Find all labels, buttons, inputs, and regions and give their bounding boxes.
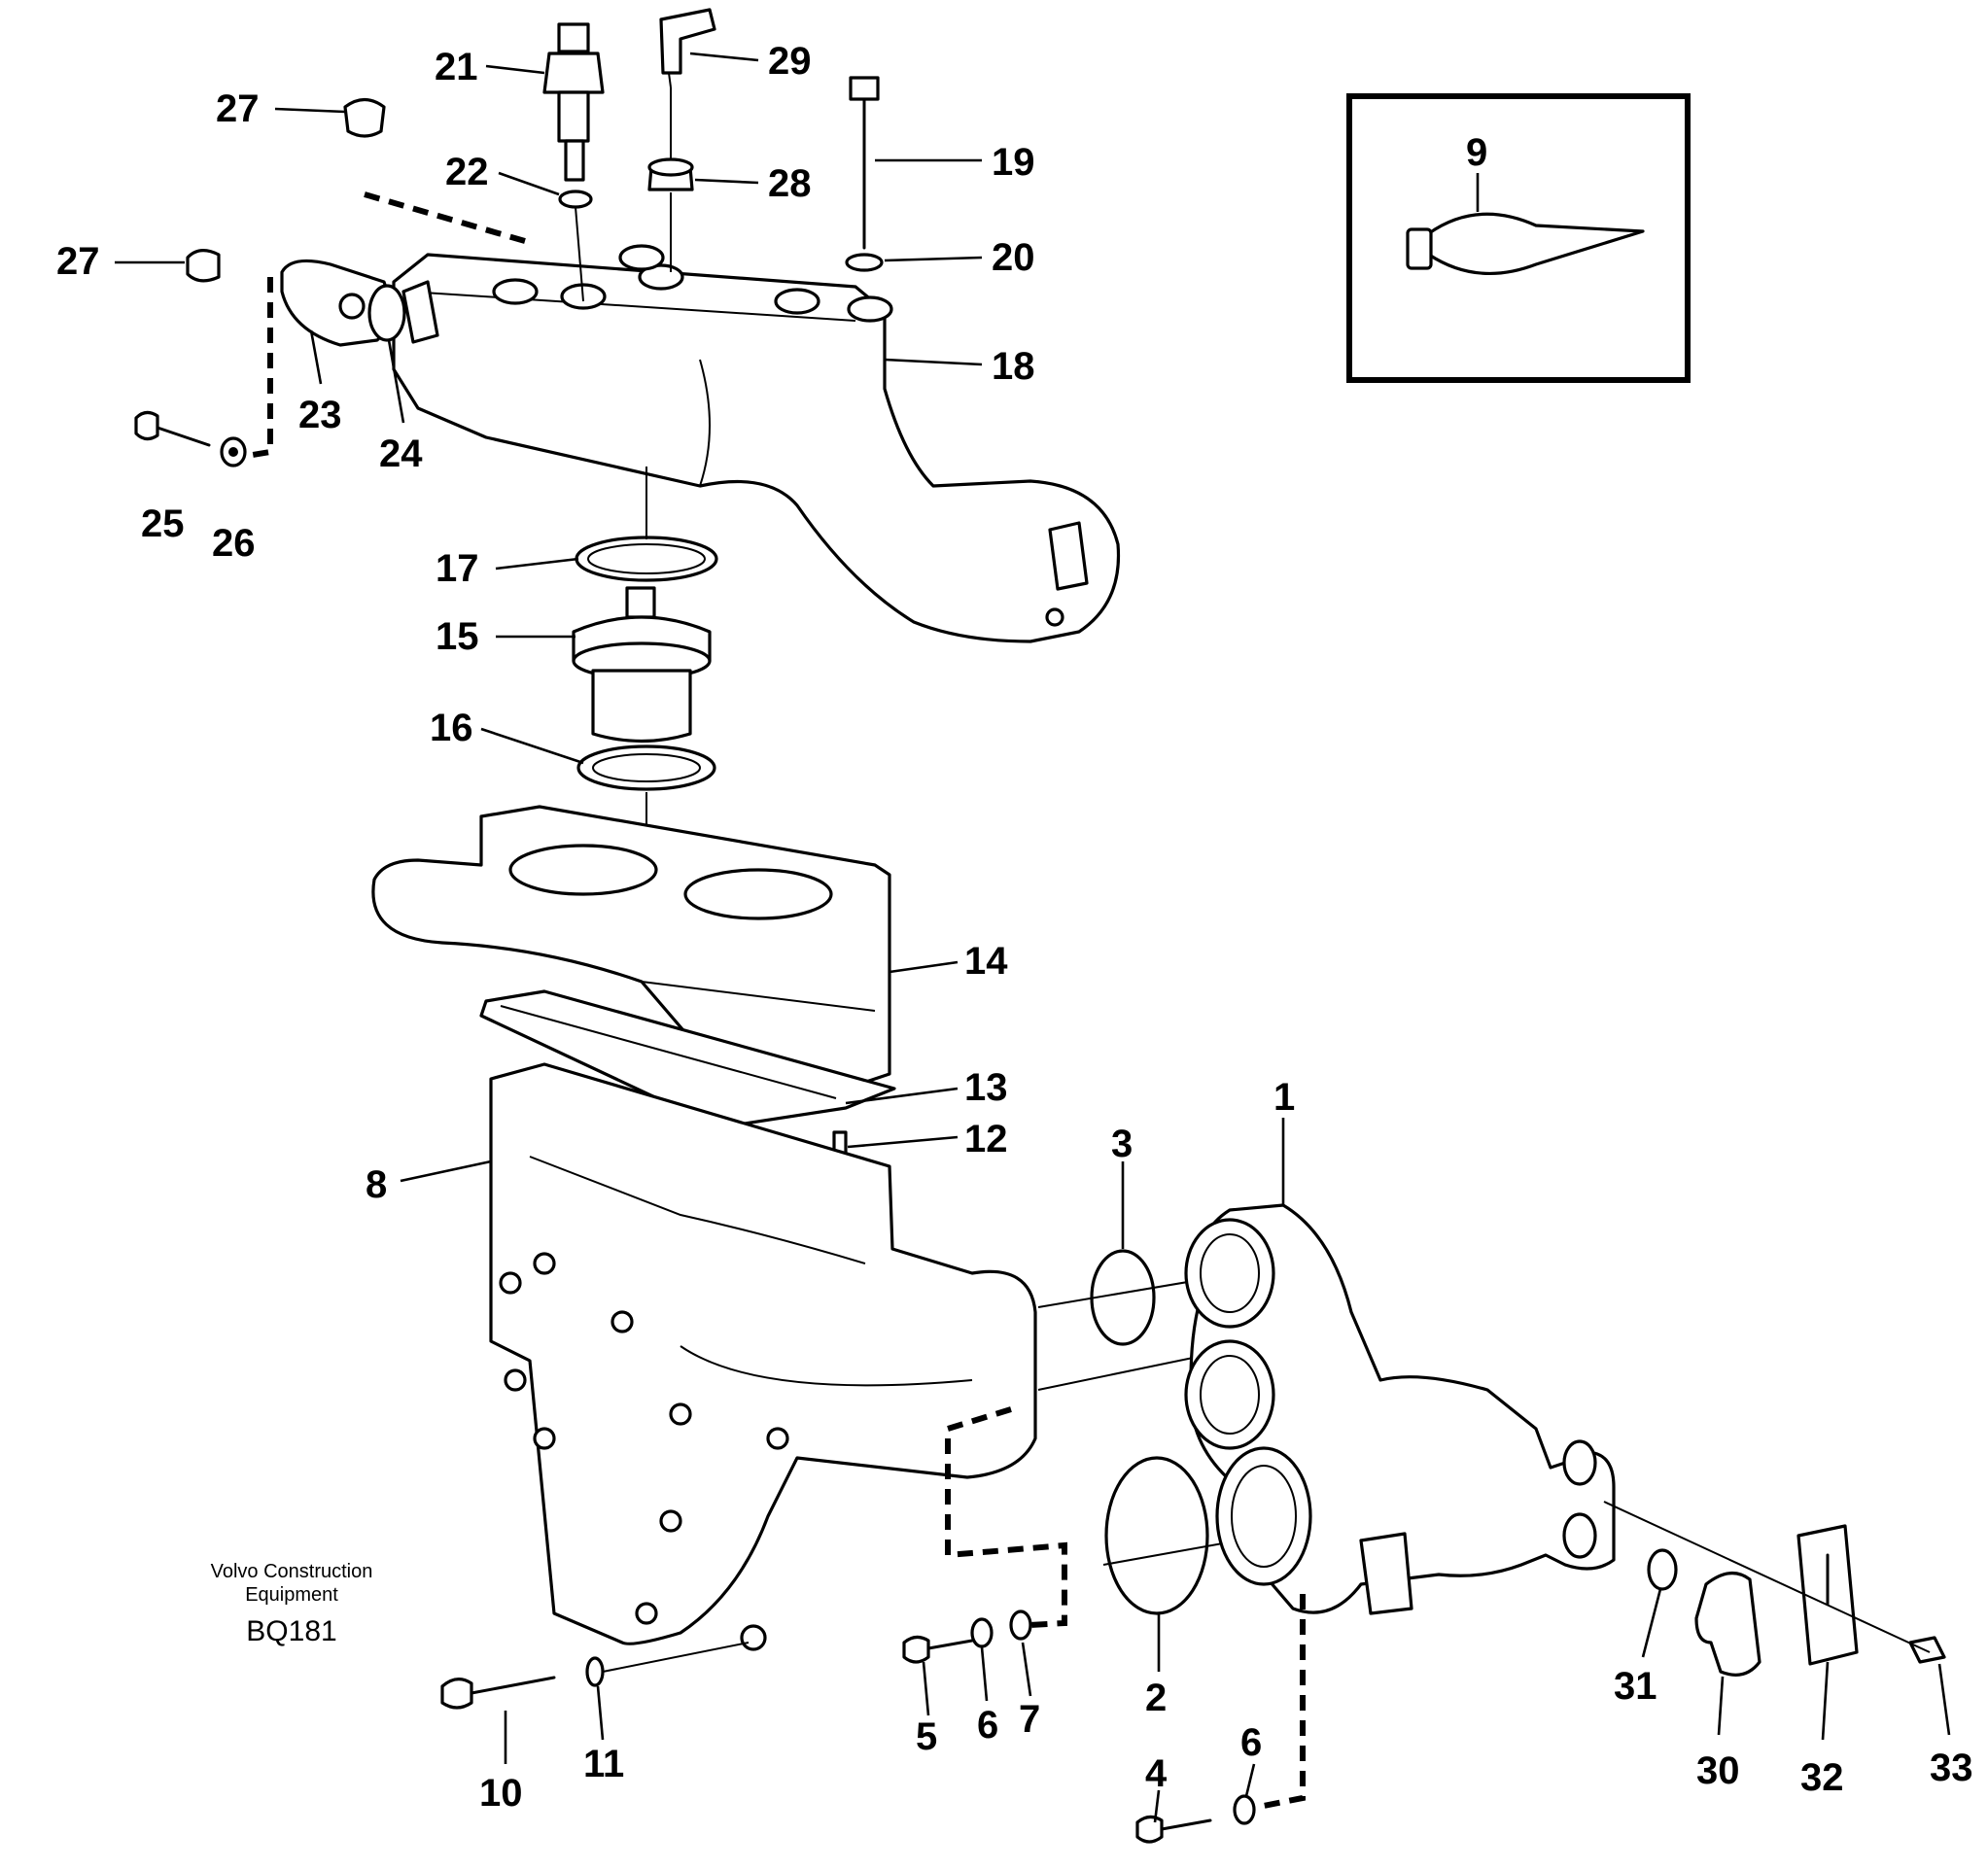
figure-code: BQ181 <box>246 1615 337 1647</box>
callout-13: 13 <box>964 1066 1008 1109</box>
callout-18: 18 <box>992 345 1035 388</box>
callout-33: 33 <box>1930 1747 1973 1789</box>
callout-16: 16 <box>430 707 473 749</box>
callout-29: 29 <box>768 40 812 83</box>
callout-2: 2 <box>1145 1677 1167 1719</box>
inset-box <box>1346 93 1691 383</box>
callout-6-a: 6 <box>977 1704 998 1747</box>
callout-27-b: 27 <box>56 240 100 283</box>
callout-9: 9 <box>1466 131 1487 174</box>
publisher-block: Volvo Construction Equipment BQ181 <box>146 1560 437 1651</box>
callout-4: 4 <box>1145 1752 1168 1795</box>
callout-12: 12 <box>964 1118 1008 1160</box>
callout-20: 20 <box>992 236 1035 279</box>
callout-17: 17 <box>436 547 479 590</box>
callout-7: 7 <box>1019 1698 1040 1741</box>
publisher-line-1: Volvo Construction <box>210 1561 373 1582</box>
pump-housing-8 <box>489 1062 1037 1651</box>
callout-32: 32 <box>1800 1756 1844 1799</box>
callout-3: 3 <box>1111 1123 1133 1165</box>
callout-labels: 1 2 3 4 5 6 7 8 9 10 11 12 13 14 15 16 1… <box>56 40 1973 1815</box>
thermostat-housing-upper <box>392 244 1121 643</box>
callout-22: 22 <box>445 151 489 193</box>
callout-8: 8 <box>366 1163 387 1206</box>
callout-11: 11 <box>583 1743 624 1785</box>
publisher-line-2: Equipment <box>245 1584 338 1606</box>
callout-15: 15 <box>436 615 479 658</box>
callout-31: 31 <box>1614 1665 1657 1708</box>
callout-6-b: 6 <box>1240 1721 1262 1764</box>
callout-5: 5 <box>916 1715 937 1758</box>
connection-pipe-1 <box>1184 1203 1616 1615</box>
thermostat-cover-14 <box>371 805 891 1090</box>
callout-21: 21 <box>435 46 478 88</box>
callout-19: 19 <box>992 141 1035 184</box>
callout-28: 28 <box>768 162 812 205</box>
callout-23: 23 <box>298 394 342 436</box>
callout-24: 24 <box>379 433 423 475</box>
callout-26: 26 <box>212 522 256 565</box>
callout-1: 1 <box>1273 1076 1295 1119</box>
callout-14: 14 <box>964 940 1008 983</box>
temperature-sensor-21 <box>542 22 605 182</box>
callout-27-a: 27 <box>216 87 260 130</box>
thermostat-15 <box>572 586 712 744</box>
callout-10: 10 <box>479 1772 523 1815</box>
callout-25: 25 <box>141 502 185 545</box>
callout-30: 30 <box>1696 1749 1740 1792</box>
